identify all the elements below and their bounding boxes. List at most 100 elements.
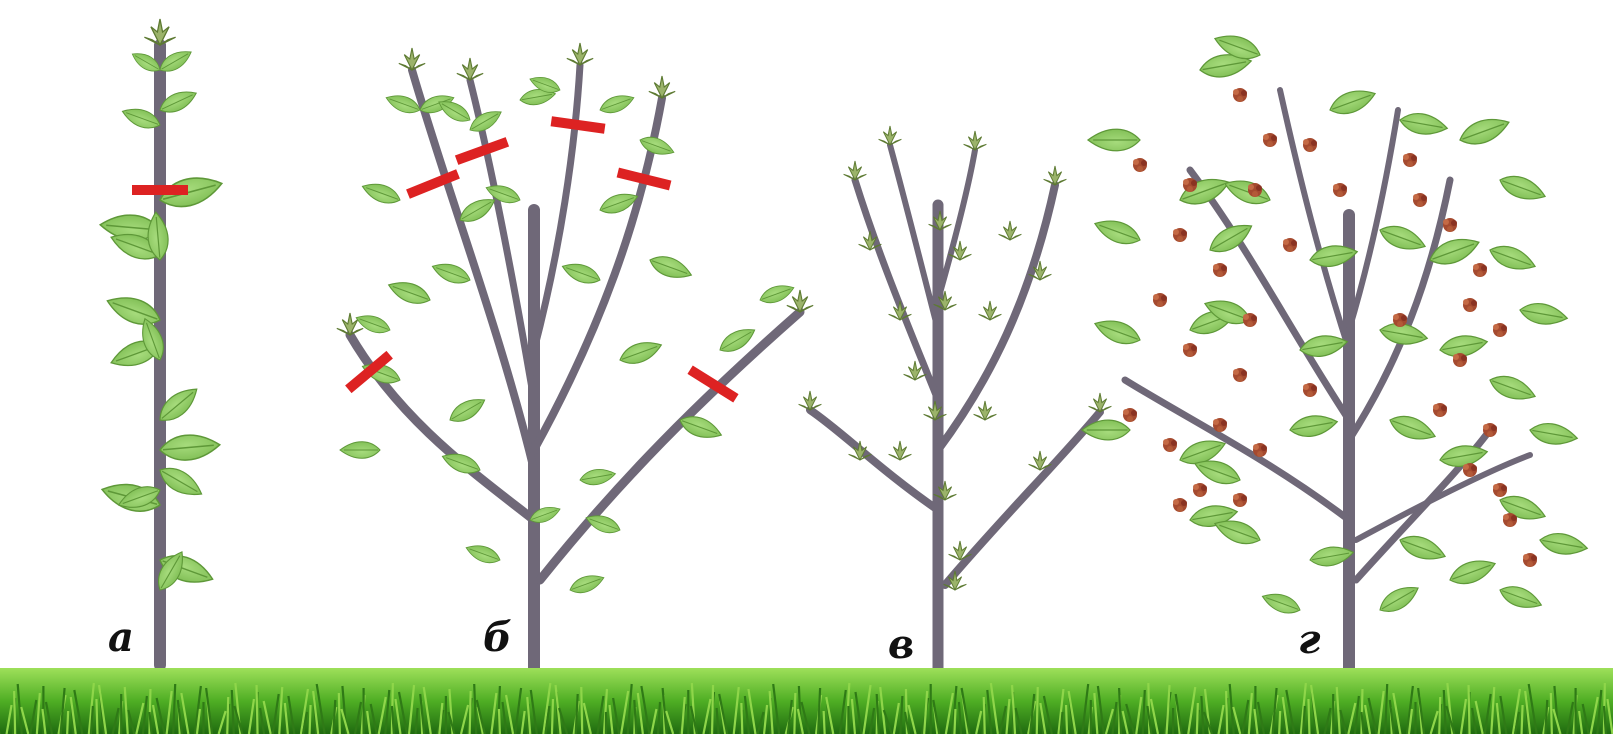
leaf-icon	[1528, 420, 1579, 448]
berry-cluster-icon	[1493, 323, 1507, 337]
panel-label-v: в	[888, 625, 914, 665]
leaf-icon	[647, 251, 695, 283]
bud-icon	[399, 48, 425, 70]
branch	[938, 150, 975, 300]
bud-icon	[1044, 166, 1067, 185]
bud-icon	[567, 43, 593, 65]
leaf-group	[1082, 29, 1589, 618]
berry-cluster-icon	[1503, 513, 1517, 527]
leaf-icon	[159, 432, 221, 462]
berry-cluster-icon	[1233, 493, 1247, 507]
berry-cluster-icon	[1248, 183, 1262, 197]
leaf-icon	[1288, 412, 1339, 440]
leaf-icon	[1092, 314, 1144, 349]
bud-icon	[889, 441, 912, 460]
leaf-icon	[1092, 214, 1144, 249]
branch	[1356, 455, 1530, 540]
berry-cluster-icon	[1213, 418, 1227, 432]
leaf-icon	[1487, 241, 1539, 276]
berry-cluster-icon	[1133, 158, 1147, 172]
bud-icon	[337, 313, 363, 335]
bud-icon	[457, 58, 483, 80]
leaf-icon	[1327, 84, 1379, 119]
berry-cluster-icon	[1433, 403, 1447, 417]
berry-cluster-icon	[1263, 133, 1277, 147]
leaf-icon	[617, 336, 665, 368]
leaf-group	[340, 73, 796, 597]
bud-icon	[787, 290, 813, 312]
leaf-icon	[1088, 129, 1140, 150]
bud-icon	[879, 126, 902, 145]
berry-cluster-icon	[1463, 463, 1477, 477]
panel-label-b: б	[483, 618, 512, 658]
berry-cluster-icon	[1403, 153, 1417, 167]
leaf-icon	[1176, 172, 1232, 210]
leaf-icon	[430, 259, 473, 288]
berry-cluster-icon	[1213, 263, 1227, 277]
berry-cluster-icon	[1173, 228, 1187, 242]
berry-cluster-icon	[1193, 483, 1207, 497]
leaf-icon	[1538, 530, 1589, 558]
leaf-icon	[1260, 589, 1303, 618]
leaf-icon	[1387, 411, 1439, 446]
berry-cluster-icon	[1183, 343, 1197, 357]
berry-cluster-icon	[1523, 553, 1537, 567]
branch	[945, 412, 1100, 585]
leaf-icon	[560, 259, 603, 288]
panel-label-g: г	[1298, 620, 1321, 660]
leaf-icon	[1456, 112, 1512, 150]
leaf-icon	[340, 442, 380, 459]
leaf-icon	[1447, 554, 1499, 589]
leaf-icon	[1398, 110, 1449, 138]
bud-icon	[844, 161, 867, 180]
berry-cluster-icon	[1463, 298, 1477, 312]
leaf-icon	[386, 276, 434, 308]
berry-cluster-icon	[1123, 408, 1137, 422]
berry-cluster-icon	[1333, 183, 1347, 197]
berry-cluster-icon	[1393, 313, 1407, 327]
leaf-icon	[1377, 221, 1429, 256]
berry-cluster-icon	[1153, 293, 1167, 307]
branch	[810, 410, 938, 510]
berry-cluster-icon	[1413, 193, 1427, 207]
berry-cluster-icon	[1253, 443, 1267, 457]
branch	[1190, 170, 1349, 420]
berry-cluster-icon	[1443, 218, 1457, 232]
bud-icon	[929, 211, 952, 230]
bud-group	[799, 126, 1112, 590]
berry-cluster-icon	[1283, 238, 1297, 252]
cut-marks	[345, 116, 738, 402]
berry-cluster-icon	[1473, 263, 1487, 277]
panel-label-a: а	[108, 618, 134, 658]
berry-cluster-icon	[1303, 383, 1317, 397]
leaf-icon	[567, 571, 606, 597]
leaf-icon	[1497, 581, 1545, 613]
berry-cluster-icon	[1233, 368, 1247, 382]
cut-mark	[132, 185, 188, 195]
leaf-icon	[757, 281, 796, 307]
branch	[1280, 90, 1349, 350]
branch	[1349, 180, 1450, 440]
leaf-icon	[1375, 580, 1422, 618]
panel-a	[99, 19, 225, 665]
panel-g	[1082, 29, 1589, 670]
leaf-icon	[1487, 371, 1539, 406]
berry-cluster-icon	[1483, 423, 1497, 437]
leaf-icon	[1497, 171, 1549, 206]
bud-icon	[649, 76, 675, 98]
berry-cluster-icon	[1453, 353, 1467, 367]
panel-b	[337, 43, 813, 670]
berry-group	[1123, 88, 1537, 567]
bud-icon	[979, 301, 1002, 320]
berry-cluster-icon	[1303, 138, 1317, 152]
leaf-icon	[354, 311, 393, 337]
leaf-icon	[464, 541, 503, 567]
berry-cluster-icon	[1233, 88, 1247, 102]
branch	[534, 65, 580, 350]
berry-cluster-icon	[1173, 498, 1187, 512]
stem-top-bud	[144, 19, 175, 45]
branch	[1349, 110, 1398, 330]
leaf-icon	[579, 466, 617, 487]
leaf-icon	[597, 91, 636, 117]
